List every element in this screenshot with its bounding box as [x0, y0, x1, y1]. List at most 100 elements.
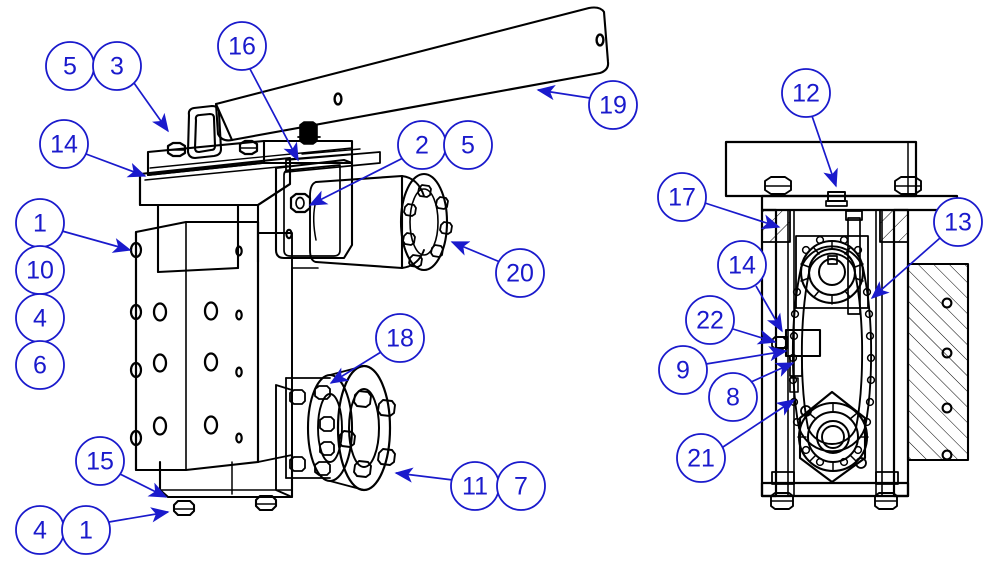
end-cap-bolts — [402, 184, 453, 268]
leader-line-9 — [705, 346, 788, 365]
balloon-circle — [657, 172, 707, 222]
balloon-circle — [658, 345, 708, 395]
balloon-label: 4 — [33, 305, 47, 333]
balloon-20[interactable]: 20 — [495, 248, 545, 298]
balloon-circle — [708, 372, 758, 422]
section-view — [724, 140, 970, 510]
balloon-circle — [717, 240, 767, 290]
leader-line-11 — [394, 467, 454, 483]
balloon-21[interactable]: 21 — [676, 433, 726, 483]
balloon-5[interactable]: 5 — [443, 120, 493, 170]
leader-line-12 — [811, 115, 838, 188]
balloon-circle — [92, 41, 142, 91]
balloon-12[interactable]: 12 — [781, 68, 831, 118]
balloon-15[interactable]: 15 — [75, 436, 125, 486]
balloon-label: 10 — [26, 257, 54, 285]
riser-column — [156, 203, 260, 274]
balloon-label: 14 — [728, 252, 756, 280]
balloon-label: 20 — [506, 260, 534, 288]
balloon-circle — [443, 120, 493, 170]
balloon-circle — [676, 433, 726, 483]
balloon-circle — [588, 80, 638, 130]
balloon-2[interactable]: 2 — [397, 120, 447, 170]
balloon-circle — [15, 340, 65, 390]
isometric-assembly-view — [129, 6, 610, 517]
balloon-label: 12 — [792, 80, 820, 108]
leader-line-22 — [732, 328, 777, 345]
leader-line-17 — [704, 202, 781, 230]
balloon-label: 18 — [386, 325, 414, 353]
balloon-3[interactable]: 3 — [92, 41, 142, 91]
leader-line-15 — [119, 473, 168, 498]
balloon-label: 14 — [50, 131, 78, 159]
balloon-7[interactable]: 7 — [496, 461, 546, 511]
balloon-13[interactable]: 13 — [933, 197, 983, 247]
balloon-circle — [496, 461, 546, 511]
hydraulic-motor — [309, 172, 453, 272]
balloon-label: 22 — [696, 307, 724, 335]
balloon-label: 5 — [461, 132, 475, 160]
balloon-label: 13 — [944, 209, 972, 237]
leader-line-18 — [329, 351, 382, 384]
leader-line-14 — [755, 285, 783, 333]
balloon-9[interactable]: 9 — [658, 345, 708, 395]
leader-line-1 — [61, 230, 132, 253]
balloon-label: 16 — [228, 33, 256, 61]
balloon-label: 7 — [514, 473, 528, 501]
balloon-label: 6 — [33, 352, 47, 380]
balloon-10[interactable]: 10 — [15, 245, 65, 295]
balloon-label: 21 — [687, 445, 715, 473]
balloon-label: 11 — [462, 473, 488, 501]
balloon-18[interactable]: 18 — [375, 313, 425, 363]
balloon-circle — [781, 68, 831, 118]
balloon-label: 5 — [63, 53, 77, 81]
leader-line-19 — [536, 84, 591, 101]
leader-line-2 — [308, 157, 404, 206]
balloon-label: 19 — [599, 92, 627, 120]
balloon-label: 1 — [79, 517, 93, 545]
drive-chain — [788, 235, 876, 467]
leader-line-8 — [750, 362, 795, 383]
balloon-circle — [375, 313, 425, 363]
balloon-8[interactable]: 8 — [708, 372, 758, 422]
balloon-22[interactable]: 22 — [685, 295, 735, 345]
balloon-label: 2 — [415, 132, 429, 160]
balloon-label: 17 — [668, 184, 696, 212]
balloon-6[interactable]: 6 — [15, 340, 65, 390]
balloon-16[interactable]: 16 — [217, 21, 267, 71]
balloon-14[interactable]: 14 — [39, 119, 89, 169]
balloon-circle — [75, 436, 125, 486]
balloon-4[interactable]: 4 — [15, 505, 65, 555]
bottom-rail — [760, 471, 910, 510]
balloon-circle — [217, 21, 267, 71]
leader-line-20 — [450, 241, 501, 263]
balloon-1[interactable]: 1 — [15, 198, 65, 248]
balloon-4[interactable]: 4 — [15, 293, 65, 343]
balloon-label: 8 — [726, 384, 740, 412]
leader-line-21 — [722, 399, 796, 448]
balloon-1[interactable]: 1 — [61, 505, 111, 555]
balloon-label: 15 — [86, 448, 114, 476]
leader-line-14 — [85, 153, 147, 178]
balloon-label: 1 — [33, 210, 47, 238]
leader-line-3 — [133, 82, 169, 133]
motor-mount-bracket — [274, 148, 381, 260]
balloon-circle — [495, 248, 545, 298]
balloon-circle — [685, 295, 735, 345]
balloon-11[interactable]: 11 — [450, 461, 500, 511]
upper-adapter-plate — [138, 147, 353, 207]
leader-line-13 — [870, 237, 941, 300]
balloon-label: 4 — [33, 517, 47, 545]
leader-line-16 — [249, 68, 299, 162]
balloon-5[interactable]: 5 — [45, 41, 95, 91]
balloon-label: 9 — [676, 357, 690, 385]
balloon-label: 3 — [110, 53, 124, 81]
balloon-14[interactable]: 14 — [717, 240, 767, 290]
balloon-17[interactable]: 17 — [657, 172, 707, 222]
leader-line-1 — [108, 507, 170, 523]
balloon-19[interactable]: 19 — [588, 80, 638, 130]
balloon-circle — [933, 197, 983, 247]
